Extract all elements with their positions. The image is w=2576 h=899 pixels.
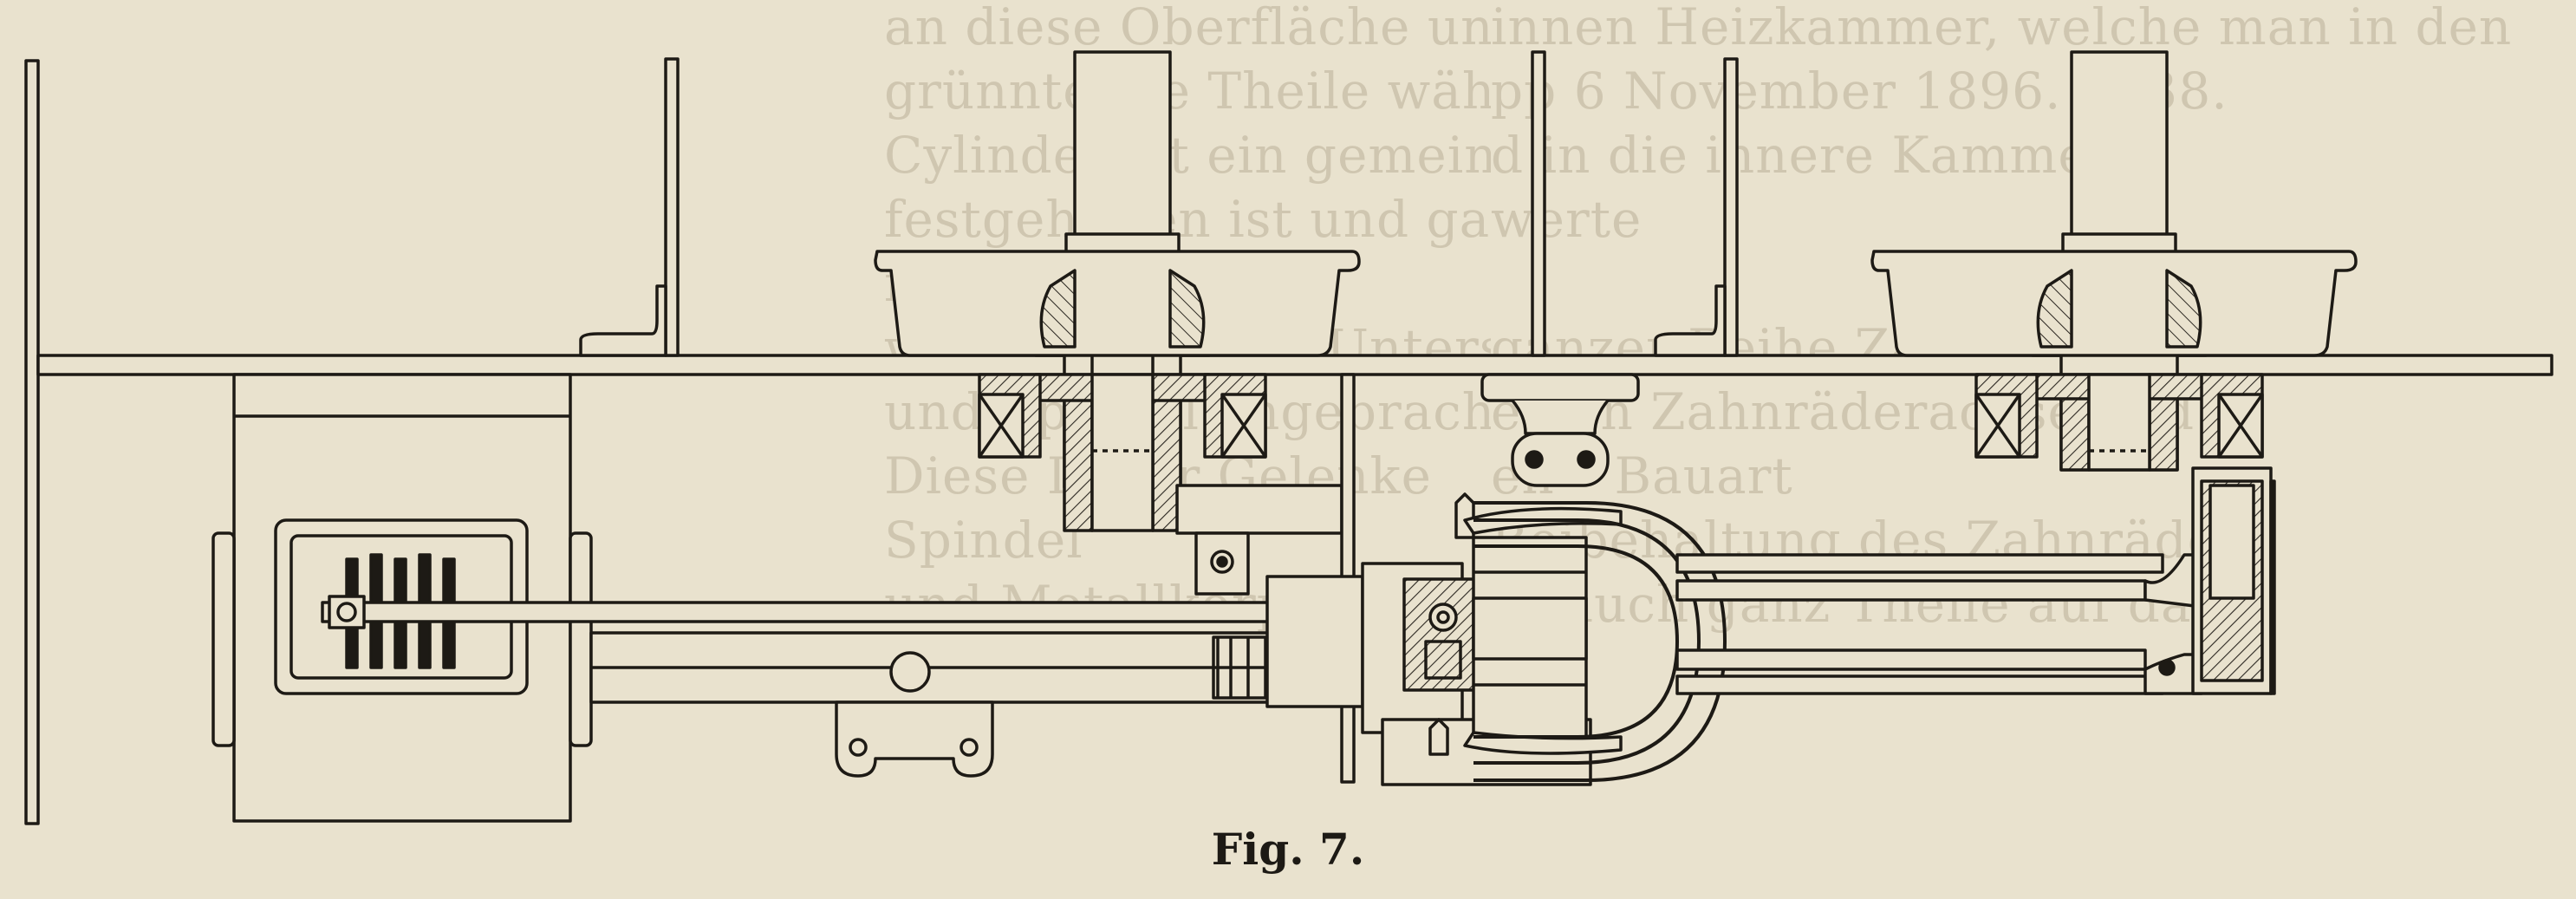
left-post: [664, 57, 680, 357]
right-end-block: [2158, 466, 2276, 695]
housing-flange-left: [211, 531, 236, 747]
housing-flange-right: [569, 531, 593, 747]
main-spindle: [321, 601, 1278, 704]
right-cup: [1870, 250, 2358, 357]
left-cup: [874, 250, 1361, 357]
hanging-bracket: [1480, 373, 1640, 487]
right-post: [1723, 57, 1739, 357]
figure-caption: Fig. 7.: [1211, 824, 1365, 875]
connecting-rods: [1675, 553, 2203, 695]
spindle-lug: [835, 700, 994, 778]
u-clamp: [1473, 501, 1727, 782]
left-post-bracket: [579, 284, 667, 357]
spindle-nut: [328, 595, 366, 629]
left-end-plate: [24, 59, 40, 825]
drive-block: [1175, 484, 1343, 535]
right-post-bracket: [1654, 284, 1727, 357]
coupling-assembly: [1265, 492, 1623, 786]
center-post: [1531, 50, 1546, 357]
